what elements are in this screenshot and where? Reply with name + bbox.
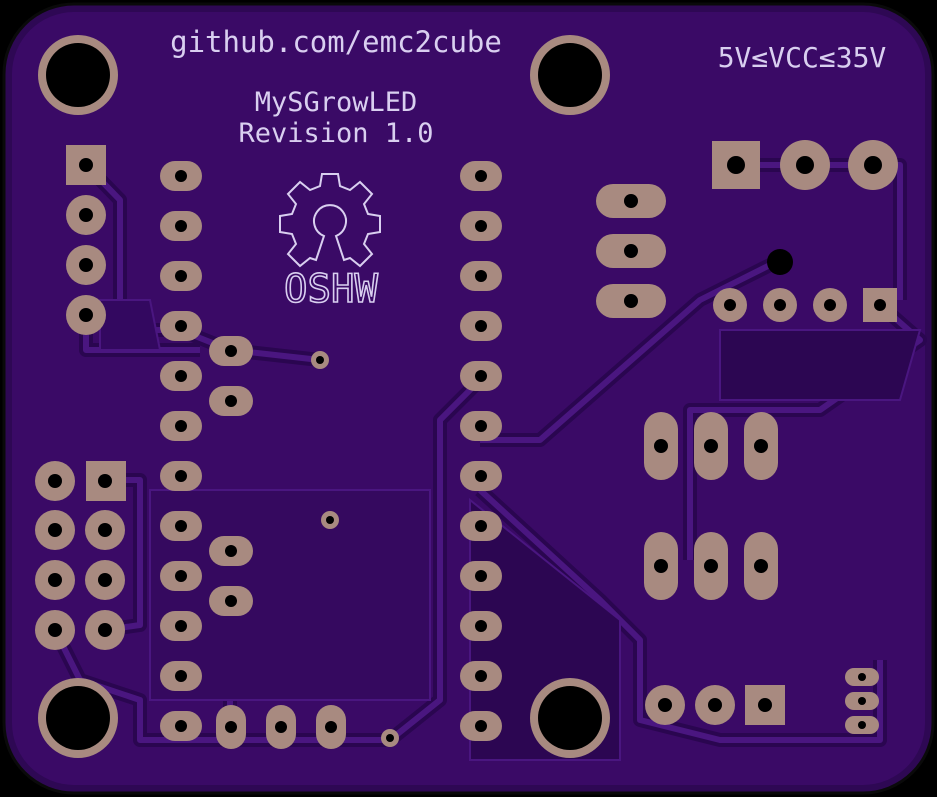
silk-oshw-label: OSHW bbox=[284, 267, 378, 312]
gear-icon bbox=[279, 173, 381, 268]
silk-voltage: 5V≤VCC≤35V bbox=[718, 41, 887, 74]
arduino-right-row bbox=[460, 161, 502, 741]
silk-board-name: MySGrowLED bbox=[255, 87, 418, 118]
mounting-holes bbox=[38, 35, 610, 758]
vias bbox=[311, 351, 399, 747]
silk-revision: Revision 1.0 bbox=[238, 118, 433, 149]
silk-url: github.com/emc2cube bbox=[170, 25, 502, 59]
arduino-left-row bbox=[160, 161, 202, 741]
resistor-pads bbox=[209, 336, 253, 616]
